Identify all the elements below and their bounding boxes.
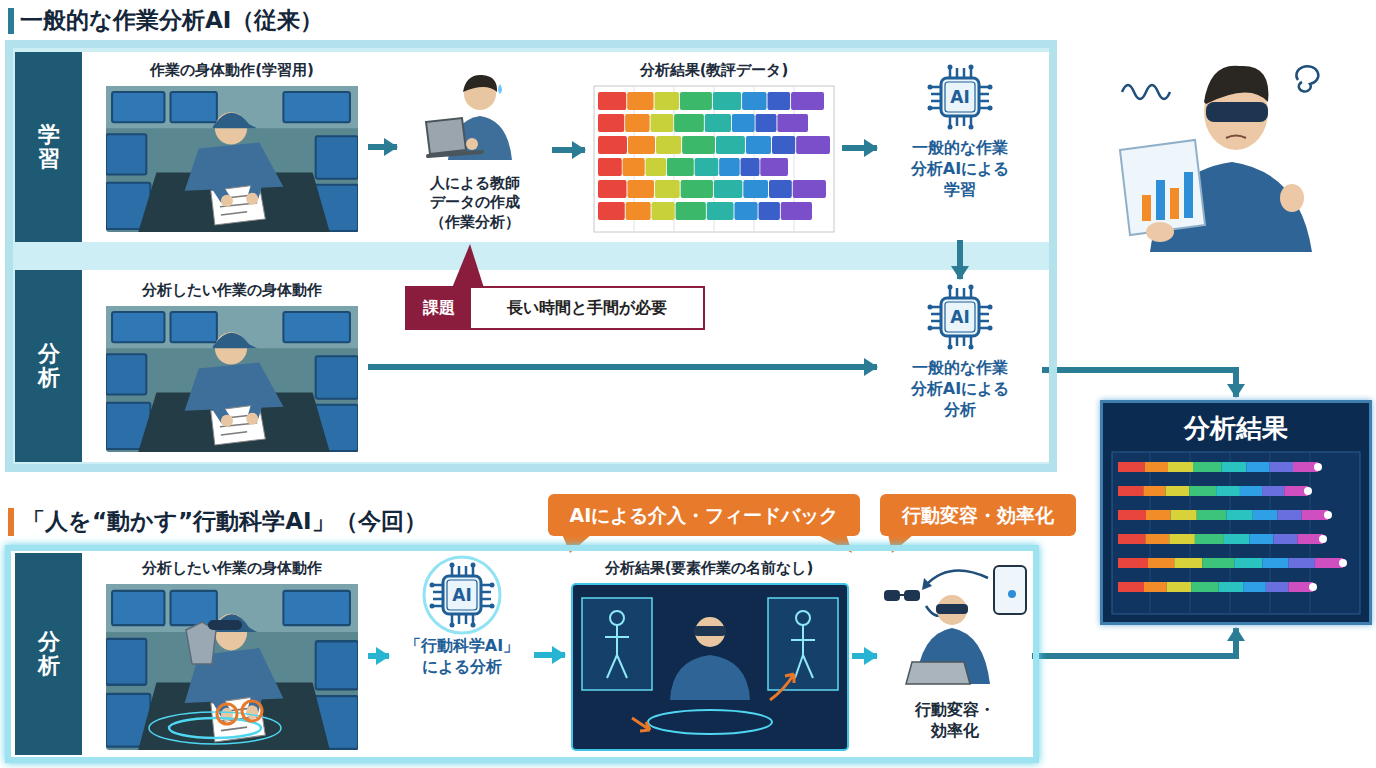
text-slot: 分析したい作業の身体動作 [98,556,366,582]
image-panel: 分析結果(教評データ) [588,58,840,238]
worried-worker [1120,66,1318,252]
row-band: 学習 作業の身体動作(学習用) 人による教師データの作成（作業分析） 分析結果(教評デ… [15,52,1049,242]
step-label: 「行動科学AI」による分析 [400,636,524,678]
text-slot: 分析結果(要素作業の名前なし) [568,556,850,582]
image-panel: 分析したい作業の身体動作 [98,556,366,756]
flow-arrow [852,653,877,659]
speech-callout: AIによる介入・フィードバック [548,494,860,536]
flow-arrow [842,145,877,151]
section-panel: 「人を“動かす”行動科学AI」（今回）分析分析したい作業の身体動作AI「行動科学… [5,545,1039,763]
text-slot: AI [432,573,492,617]
image-caption: 分析結果(要素作業の名前なし) [605,559,814,579]
work-scene [106,86,358,750]
ai-chip: AI 「行動科学AI」による分析 [392,560,532,750]
text-slot: 分析結果 [1103,409,1369,449]
step-label: 行動変容・効率化 [914,700,996,742]
row-label: 分析 [38,342,60,390]
result-title: 分析結果 [1184,412,1288,446]
callout-text: AIによる介入・フィードバック [570,503,839,528]
section-heading: 一般的な作業分析AI（従来） [20,6,323,36]
text-slot: 分析 [15,553,82,755]
text-slot: 一般的な作業分析AIによる分析 [880,358,1040,458]
issue-text: 長い時間と手間が必要 [507,298,667,319]
gantt-chart [594,86,834,232]
flow-arrow [368,364,877,370]
section-heading: 「人を“動かす”行動科学AI」（今回） [22,507,427,537]
flow-arrow [1042,370,1236,397]
text-slot: 一般的な作業分析AIによる学習 [880,138,1040,238]
text-slot: AI [930,75,990,119]
image-caption: 分析結果(教評データ) [640,61,789,81]
result-chart [1112,452,1360,614]
flow-arrow [552,147,585,153]
flow-arrow [1032,628,1236,656]
text-slot: 「人を“動かす”行動科学AI」（今回） [22,506,427,538]
screen-illustration [572,584,848,750]
section-panel: 一般的な作業分析AI（従来）学習作業の身体動作(学習用)人による教師データの作成… [5,40,1057,472]
ai-chip: AI 一般的な作業分析AIによる学習 [880,62,1040,238]
text-slot: AIによる介入・フィードバック [548,494,860,536]
image-panel: 分析したい作業の身体動作 [98,278,366,456]
person-step: 行動変容・効率化 [880,556,1030,756]
issue-tag: 課題 [407,288,471,328]
step-label: 人による教師データの作成（作業分析） [427,174,523,233]
heading-bar [8,8,14,34]
chip-label: AI [950,86,969,108]
ai-chip: AI 一般的な作業分析AIによる分析 [880,282,1040,458]
text-slot: 一般的な作業分析AI（従来） [20,5,323,37]
image-panel: 作業の身体動作(学習用) [98,58,366,236]
text-slot: 長い時間と手間が必要 [471,288,703,328]
flow-arrow [957,240,963,279]
speech-callout: 行動変容・効率化 [880,494,1076,536]
text-slot: 作業の身体動作(学習用) [98,58,366,84]
person-icon [426,75,512,160]
step-label: 一般的な作業分析AIによる分析 [910,358,1010,420]
image-caption: 作業の身体動作(学習用) [150,61,314,81]
section-fills [5,40,1372,763]
text-slot: 人による教師データの作成（作業分析） [400,168,550,238]
chip-label: AI [452,584,471,606]
text-slot: AI [930,295,990,339]
text-slot: 学習 [15,52,82,242]
result-panel: 分析結果 [1100,400,1372,625]
text-slot: 分析結果(教評データ) [588,58,840,84]
text-slot: 課題 [407,288,471,328]
text-slot: 「行動科学AI」による分析 [392,636,532,750]
row-label: 学習 [38,123,60,171]
text-slot: 行動変容・効率化 [880,494,1076,536]
feedback-illustration [884,566,1026,684]
flow-arrow [368,653,389,659]
text-slot: 分析 [15,270,82,462]
step-label: 一般的な作業分析AIによる学習 [910,138,1010,200]
chip-label: AI [950,306,969,328]
flow-arrow [368,144,397,150]
person-step: 人による教師データの作成（作業分析） [400,62,550,238]
flow-arrow [534,652,565,658]
callout-text: 行動変容・効率化 [902,503,1054,528]
image-panel: 分析結果(要素作業の名前なし) [568,556,850,756]
issue-callout: 課題 長い時間と手間が必要 [405,286,705,330]
heading-bar [8,508,14,536]
text-slot: 行動変容・効率化 [880,686,1030,756]
text-slot: 分析したい作業の身体動作 [98,278,366,304]
row-label: 分析 [38,630,60,678]
image-caption: 分析したい作業の身体動作 [142,281,322,301]
image-caption: 分析したい作業の身体動作 [142,559,322,579]
